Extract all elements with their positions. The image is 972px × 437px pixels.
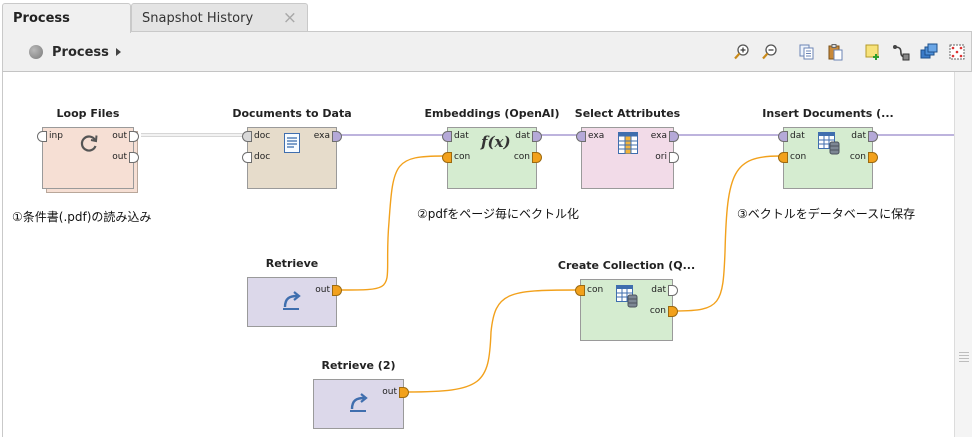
port-con-out[interactable] xyxy=(532,152,542,163)
chevron-right-icon[interactable] xyxy=(115,48,121,56)
operator-body xyxy=(313,379,404,429)
port-ori[interactable] xyxy=(669,152,679,163)
port-label: out xyxy=(112,152,127,162)
port-label: out xyxy=(112,131,127,141)
port-label: con xyxy=(849,152,866,162)
annotation-note-1[interactable]: ①条件書(.pdf)の読み込み xyxy=(12,210,152,224)
breadcrumb[interactable]: Process xyxy=(29,44,121,60)
port-con-in[interactable] xyxy=(575,285,585,296)
tab-process-label: Process xyxy=(13,11,70,26)
operator-loop-files[interactable]: Loop Files inp out out xyxy=(37,107,139,193)
port-label: dat xyxy=(851,131,866,141)
document-icon xyxy=(284,133,300,153)
port-exa-out[interactable] xyxy=(669,131,679,142)
tab-snapshot-history-label: Snapshot History xyxy=(142,11,254,26)
port-label: con xyxy=(649,306,666,316)
operator-retrieve[interactable]: Retrieve out xyxy=(247,257,342,327)
zoom-out-icon[interactable] xyxy=(761,43,779,61)
paste-icon[interactable] xyxy=(826,43,844,61)
breadcrumb-label: Process xyxy=(52,44,109,60)
port-label: out xyxy=(382,387,397,397)
annotation-note-3[interactable]: ③ベクトルをデータベースに保存 xyxy=(737,207,916,221)
port-con-in[interactable] xyxy=(442,152,452,163)
operator-insert-documents[interactable]: Insert Documents (... dat con dat con xyxy=(762,107,894,189)
port-label: exa xyxy=(588,131,605,141)
table-database-icon xyxy=(818,132,840,155)
auto-wire-icon[interactable] xyxy=(892,43,910,61)
port-label: exa xyxy=(650,131,667,141)
port-con-in[interactable] xyxy=(778,152,788,163)
port-label: ori xyxy=(655,152,667,162)
arrange-icon[interactable] xyxy=(920,43,938,61)
port-dat-out[interactable] xyxy=(668,285,678,296)
operator-body xyxy=(447,127,537,189)
operator-title: Insert Documents (... xyxy=(762,107,894,120)
port-doc-2[interactable] xyxy=(242,152,252,163)
function-icon: f(x) xyxy=(481,133,511,151)
operator-title: Create Collection (Q... xyxy=(557,259,696,272)
port-con-out[interactable] xyxy=(868,152,878,163)
port-label: dat xyxy=(515,131,530,141)
operator-title: Retrieve (2) xyxy=(321,359,396,372)
port-label: dat xyxy=(790,131,805,141)
operator-create-collection[interactable]: Create Collection (Q... con dat con xyxy=(558,259,695,341)
port-con-out[interactable] xyxy=(668,306,678,317)
retrieve-arrow-icon xyxy=(283,291,301,310)
port-label: dat xyxy=(454,131,469,141)
port-out[interactable] xyxy=(332,285,342,296)
port-label: con xyxy=(790,152,807,162)
process-toolbar: Process xyxy=(2,31,972,72)
port-label: con xyxy=(513,152,530,162)
operator-title: Embeddings (OpenAI) xyxy=(424,107,560,120)
port-dat-out[interactable] xyxy=(532,131,542,142)
process-canvas[interactable]: Loop Files inp out out Documents to Data… xyxy=(2,72,954,437)
port-dat-in[interactable] xyxy=(442,131,452,142)
port-label: con xyxy=(587,285,604,295)
operator-documents-to-data[interactable]: Documents to Data doc doc exa xyxy=(232,107,352,189)
operator-body xyxy=(247,277,337,327)
retrieve-arrow-icon xyxy=(350,393,368,412)
operator-title: Retrieve xyxy=(265,257,319,270)
port-exa-in[interactable] xyxy=(576,131,586,142)
close-icon[interactable]: × xyxy=(282,8,297,28)
zoom-in-icon[interactable] xyxy=(733,43,751,61)
loop-icon xyxy=(80,135,98,152)
scrollbar-grip[interactable] xyxy=(959,352,969,362)
connection-wires xyxy=(141,133,954,393)
port-out[interactable] xyxy=(399,387,409,398)
copy-icon[interactable] xyxy=(798,43,816,61)
port-doc-1[interactable] xyxy=(242,131,252,142)
port-label: doc xyxy=(254,152,271,162)
tab-process[interactable]: Process xyxy=(2,3,131,33)
port-exa[interactable] xyxy=(332,131,342,142)
port-dat-out[interactable] xyxy=(868,131,878,142)
port-label: doc xyxy=(254,131,271,141)
port-label: exa xyxy=(313,131,330,141)
tab-bar: Process Snapshot History × xyxy=(0,0,972,33)
operator-select-attributes[interactable]: Select Attributes exa exa ori xyxy=(575,107,680,189)
add-note-icon[interactable] xyxy=(864,43,882,61)
port-out-1[interactable] xyxy=(129,131,139,142)
operator-embeddings-openai[interactable]: Embeddings (OpenAI) dat con dat con f(x) xyxy=(424,107,560,189)
port-label: dat xyxy=(651,285,666,295)
port-label: out xyxy=(315,285,330,295)
operator-body xyxy=(580,279,673,341)
port-out-2[interactable] xyxy=(129,152,139,163)
fit-view-icon[interactable] xyxy=(948,43,966,61)
port-label: con xyxy=(454,152,471,162)
vertical-scrollbar[interactable] xyxy=(954,72,972,437)
operator-title: Select Attributes xyxy=(574,107,681,120)
port-inp[interactable] xyxy=(37,131,47,142)
table-database-icon xyxy=(616,285,638,308)
tab-snapshot-history[interactable]: Snapshot History × xyxy=(131,3,308,32)
annotation-note-2[interactable]: ②pdfをページ毎にベクトル化 xyxy=(417,207,579,221)
operator-title: Documents to Data xyxy=(232,107,352,120)
operator-title: Loop Files xyxy=(56,107,120,120)
port-label: inp xyxy=(49,131,63,141)
table-columns-icon xyxy=(618,132,638,154)
process-root-icon xyxy=(29,45,43,59)
port-dat-in[interactable] xyxy=(778,131,788,142)
operator-retrieve-2[interactable]: Retrieve (2) out xyxy=(313,359,409,429)
